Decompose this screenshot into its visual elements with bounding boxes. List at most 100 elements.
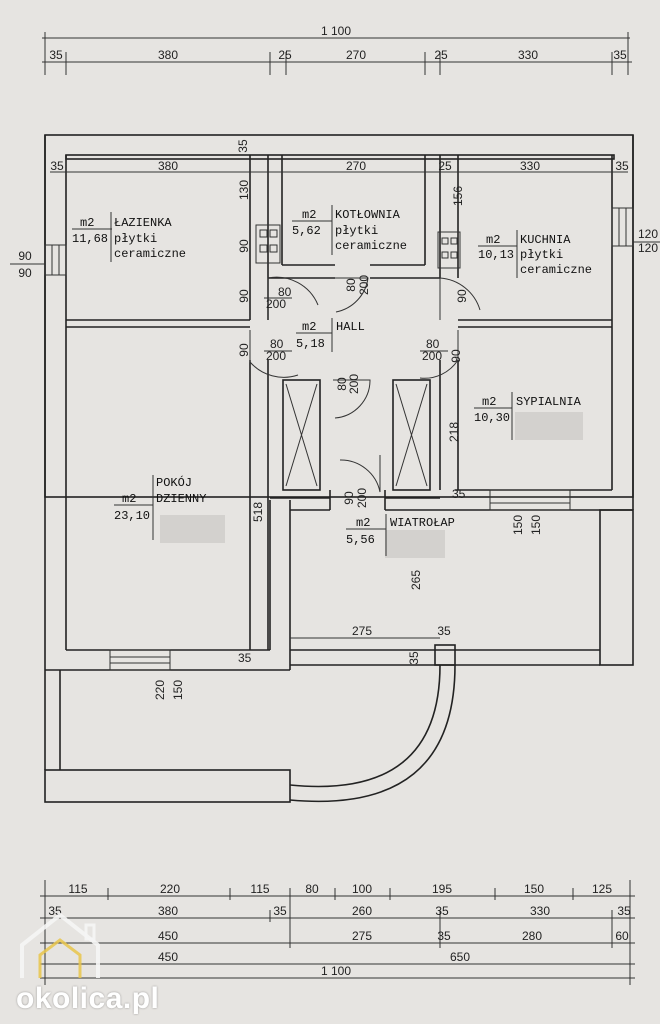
kuchnia-finish-1: płytki — [520, 248, 563, 262]
kuchnia-finish-2: ceramiczne — [520, 263, 592, 277]
wiatrolap-m2: m2 — [356, 516, 370, 530]
bottom-r3-5: 60 — [615, 929, 629, 943]
lazienka-name: ŁAZIENKA — [114, 216, 172, 230]
inner-dim-7: 35 — [615, 159, 629, 173]
dim-90-a: 90 — [237, 239, 251, 253]
sypialnia-name: SYPIALNIA — [516, 395, 582, 409]
room-pokoj-dzienny: POKÓJ m2 DZIENNY 23,10 — [114, 475, 206, 540]
bottom-r4-2: 650 — [450, 950, 470, 964]
dim-218: 218 — [447, 422, 461, 442]
bottom-r3-4: 280 — [522, 929, 542, 943]
inner-dimensions: 130 90 90 90 156 80 200 80 200 90 80 200… — [153, 180, 543, 700]
left-window-dim-bottom: 90 — [18, 266, 32, 280]
door-b-h: 200 — [357, 275, 371, 295]
dim-35-d: 35 — [407, 651, 421, 665]
wiatrolap-name: WIATROŁAP — [390, 516, 455, 530]
lazienka-area: 11,68 — [72, 232, 108, 246]
door-d-h: 200 — [422, 349, 442, 363]
top-dim-seg-6: 330 — [518, 48, 538, 62]
dim-130: 130 — [237, 180, 251, 200]
room-kotlownia: m2 KOTŁOWNIA 5,62 płytki ceramiczne — [292, 205, 407, 255]
room-wiatrolap: m2 WIATROŁAP 5,56 — [346, 514, 455, 556]
dim-35-b: 35 — [238, 651, 252, 665]
top-overall-dim: 1 100 — [321, 24, 351, 38]
top-dim-seg-4: 270 — [346, 48, 366, 62]
room-hall: m2 HALL 5,18 — [296, 318, 365, 352]
dim-265: 265 — [409, 570, 423, 590]
dim-150-c: 150 — [171, 680, 185, 700]
watermark-text: okolica.pl — [16, 982, 160, 1015]
bottom-r2-4: 260 — [352, 904, 372, 918]
pokoj-name-1: POKÓJ — [156, 475, 192, 490]
door-b-w: 80 — [344, 278, 358, 292]
dim-90-right-2: 90 — [449, 349, 463, 363]
dim-275: 275 — [352, 624, 372, 638]
bottom-r2-3: 35 — [273, 904, 287, 918]
lazienka-finish-1: płytki — [114, 232, 157, 246]
kotlownia-finish-2: ceramiczne — [335, 239, 407, 253]
bottom-r1-6: 195 — [432, 882, 452, 896]
door-c-h: 200 — [266, 349, 286, 363]
windows — [44, 207, 634, 671]
inner-dim-4: 270 — [346, 159, 366, 173]
pokoj-m2: m2 — [122, 492, 136, 506]
kuchnia-name: KUCHNIA — [520, 233, 571, 247]
inner-dim-5: 25 — [438, 159, 452, 173]
inner-dim-1: 35 — [50, 159, 64, 173]
dim-150-a: 150 — [511, 515, 525, 535]
bottom-dimension-lines — [40, 880, 635, 985]
wiatrolap-area: 5,56 — [346, 533, 375, 547]
redaction-blocks — [160, 412, 583, 558]
inner-dim-6: 330 — [520, 159, 540, 173]
door-swings — [249, 276, 481, 493]
right-window-dim-bottom: 120 — [638, 241, 658, 255]
door-d-w: 80 — [426, 337, 440, 351]
bottom-r2-5: 35 — [435, 904, 449, 918]
hall-m2: m2 — [302, 320, 316, 334]
lazienka-m2: m2 — [80, 216, 94, 230]
top-dim-seg-3: 25 — [278, 48, 292, 62]
lazienka-finish-2: ceramiczne — [114, 247, 186, 261]
room-lazienka: m2 ŁAZIENKA 11,68 płytki ceramiczne — [72, 212, 186, 262]
bottom-r1-2: 220 — [160, 882, 180, 896]
watermark-house-icon — [20, 912, 100, 978]
sypialnia-area: 10,30 — [474, 411, 510, 425]
door-a-w: 80 — [278, 285, 292, 299]
top-dim-seg-1: 35 — [49, 48, 63, 62]
top-dimension-lines — [42, 32, 632, 75]
walls — [44, 134, 634, 803]
dim-518: 518 — [251, 502, 265, 522]
dim-35-c: 35 — [437, 624, 451, 638]
hall-area: 5,18 — [296, 337, 325, 351]
kotlownia-name: KOTŁOWNIA — [335, 208, 401, 222]
vent-ducts — [255, 224, 461, 269]
hall-name: HALL — [336, 320, 365, 334]
bottom-r2-7: 35 — [617, 904, 631, 918]
bottom-r3-2: 275 — [352, 929, 372, 943]
bottom-r1-8: 125 — [592, 882, 612, 896]
dim-156: 156 — [451, 186, 465, 206]
kotlownia-finish-1: płytki — [335, 224, 378, 238]
door-f-h: 200 — [355, 488, 369, 508]
top-dim-seg-7: 35 — [613, 48, 627, 62]
top-dim-seg-2: 380 — [158, 48, 178, 62]
bottom-r1-7: 150 — [524, 882, 544, 896]
bottom-r1-5: 100 — [352, 882, 372, 896]
dim-90-c: 90 — [237, 343, 251, 357]
kotlownia-area: 5,62 — [292, 224, 321, 238]
bottom-r3-3: 35 — [437, 929, 451, 943]
inner-dim-2: 380 — [158, 159, 178, 173]
door-e-w: 80 — [335, 377, 349, 391]
right-window-dim-top: 120 — [638, 227, 658, 241]
bottom-r2-6: 330 — [530, 904, 550, 918]
bottom-overall-dim: 1 100 — [321, 964, 351, 978]
room-sypialnia: m2 SYPIALNIA 10,30 — [474, 392, 582, 440]
bottom-r1-3: 115 — [250, 882, 269, 896]
bottom-r1-1: 115 — [68, 882, 87, 896]
left-window-dim-top: 90 — [18, 249, 32, 263]
door-a-h: 200 — [266, 297, 286, 311]
top-dim-seg-5: 25 — [434, 48, 448, 62]
bottom-r1-4: 80 — [305, 882, 319, 896]
door-e-h: 200 — [347, 374, 361, 394]
